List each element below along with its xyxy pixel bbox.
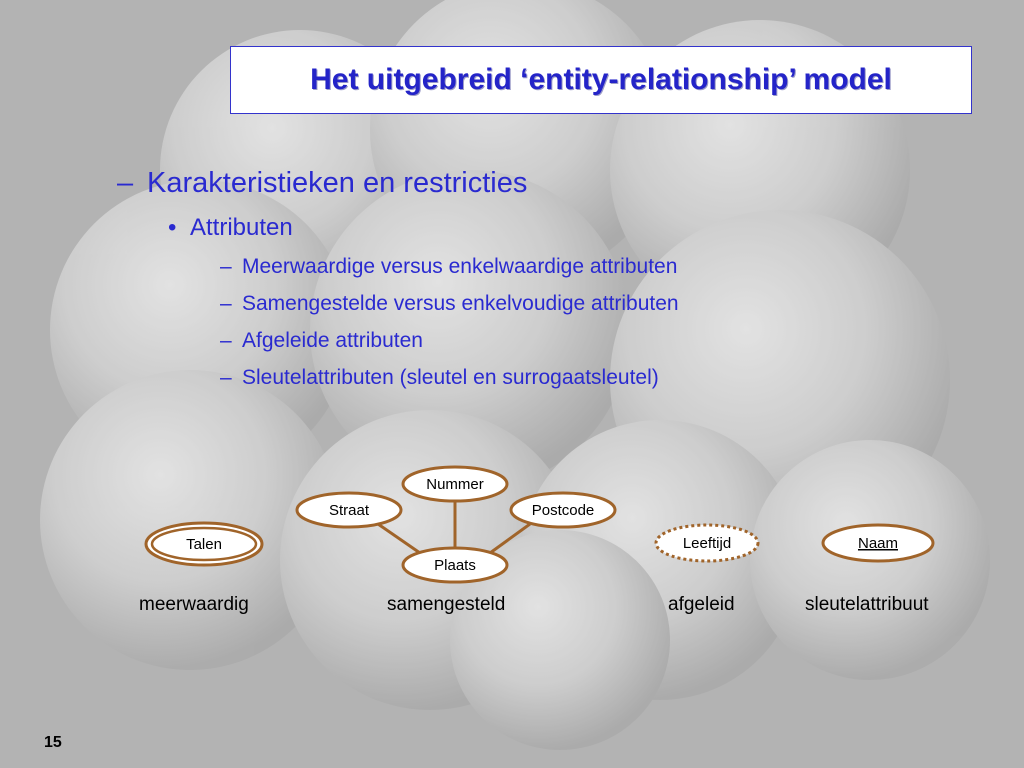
node-postcode: Postcode — [532, 502, 595, 519]
bullet-text: Afgeleide attributen — [242, 329, 423, 352]
multivalued-attribute: Talen — [144, 521, 264, 567]
node-straat: Straat — [329, 502, 370, 519]
slide-title: Het uitgebreid ‘entity-relationship’ mod… — [310, 63, 892, 96]
caption-meerwaardig: meerwaardig — [139, 594, 249, 615]
bullet-level1: – Karakteristieken en restricties — [117, 167, 527, 200]
node-naam: Naam — [858, 535, 898, 552]
caption-sleutelattribuut: sleutelattribuut — [805, 594, 929, 615]
bullet-level3-item: – Samengestelde versus enkelvoudige attr… — [220, 292, 679, 316]
bullet-marker: – — [220, 255, 232, 278]
key-attribute: Naam — [821, 523, 935, 563]
bullet-text: Meerwaardige versus enkelwaardige attrib… — [242, 255, 678, 278]
title-box: Het uitgebreid ‘entity-relationship’ mod… — [230, 46, 972, 114]
derived-attribute: Leeftijd — [654, 523, 760, 563]
node-plaats: Plaats — [434, 557, 476, 574]
node-talen: Talen — [186, 536, 222, 553]
bullet-level3-item: – Afgeleide attributen — [220, 329, 423, 353]
composite-attribute: Nummer Straat Postcode Plaats — [295, 465, 617, 584]
bullet-text: Attributen — [190, 214, 293, 241]
bullet-marker: – — [220, 292, 232, 315]
bullet-marker: • — [168, 214, 177, 241]
bullet-level3-item: – Meerwaardige versus enkelwaardige attr… — [220, 255, 677, 279]
node-nummer: Nummer — [426, 476, 484, 493]
bullet-level2: • Attributen — [168, 214, 293, 242]
caption-afgeleid: afgeleid — [668, 594, 735, 615]
caption-samengesteld: samengesteld — [387, 594, 506, 615]
page-number: 15 — [44, 734, 62, 751]
connector-line — [377, 522, 421, 555]
node-leeftijd: Leeftijd — [683, 535, 731, 552]
bullet-text: Samengestelde versus enkelvoudige attrib… — [242, 292, 679, 315]
connector-line — [489, 522, 531, 555]
bullet-marker: – — [220, 366, 232, 389]
bullet-marker: – — [220, 329, 232, 352]
bullet-text: Karakteristieken en restricties — [147, 167, 528, 199]
bullet-text: Sleutelattributen (sleutel en surrogaats… — [242, 366, 659, 389]
bullet-level3-item: – Sleutelattributen (sleutel en surrogaa… — [220, 366, 659, 390]
bullet-marker: – — [117, 167, 134, 199]
